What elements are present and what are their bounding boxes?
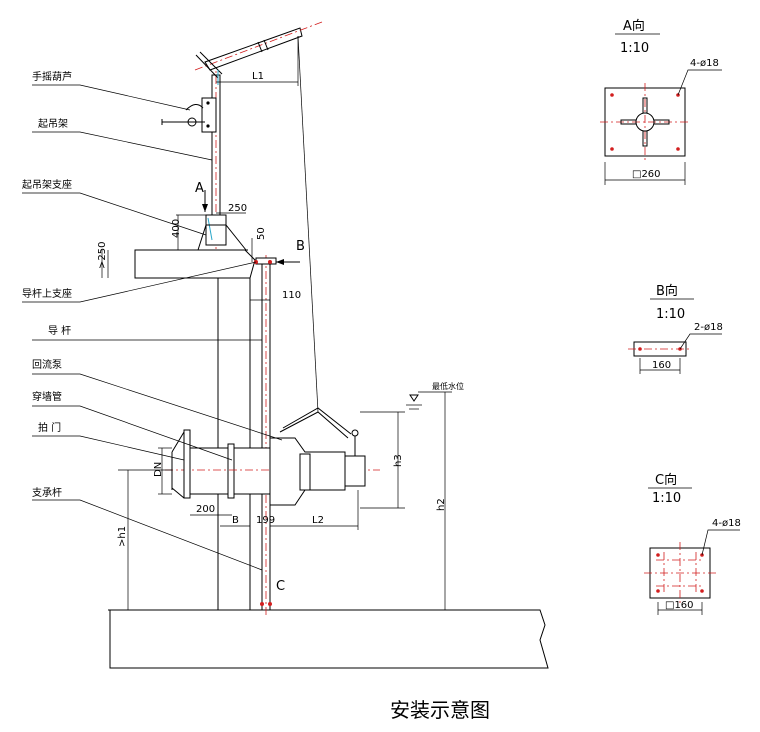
marker-a: A xyxy=(195,181,204,196)
dim-200: 200 xyxy=(196,504,215,515)
dim-50: 50 xyxy=(256,227,267,240)
label-upper-support: 导杆上支座 xyxy=(22,287,72,300)
dim-b: B xyxy=(232,515,239,526)
pump-motor xyxy=(344,455,366,487)
l1-dim: L1 xyxy=(252,71,264,82)
view-c-holes: 4-ø18 xyxy=(712,518,741,529)
view-c-scale: 1:10 xyxy=(652,491,681,506)
pump-bracket xyxy=(279,411,349,439)
dim-h1: >h1 xyxy=(117,526,128,547)
view-a-width: □260 xyxy=(632,169,661,180)
dim-199: 199 xyxy=(256,515,275,526)
low-water-level: 最低水位 xyxy=(432,381,464,391)
marker-b: B xyxy=(296,239,305,254)
dim-h2: h2 xyxy=(436,498,447,511)
dim-l2: L2 xyxy=(312,515,324,526)
upper-support xyxy=(255,257,277,265)
dim-gt250: >250 xyxy=(97,242,108,269)
lifting-rope xyxy=(297,35,319,413)
view-b-title: B向 xyxy=(656,283,678,299)
view-c-title: C向 xyxy=(655,472,677,488)
drawing-caption: 安装示意图 xyxy=(390,698,490,722)
top-slab xyxy=(134,249,256,279)
guide-rod: B 50 110 C xyxy=(250,227,305,615)
label-flap-valve: 拍 门 xyxy=(38,421,61,434)
dim-110: 110 xyxy=(282,290,301,301)
view-a-scale: 1:10 xyxy=(620,41,649,56)
view-b: B向 1:10 2-ø18 160 xyxy=(628,283,723,374)
lifting-frame: L1 400 250 >250 A xyxy=(97,21,323,413)
labels: 手摇葫芦 起吊架 起吊架支座 导杆上支座 导 杆 回流泵 穿墙管 拍 门 支承杆 xyxy=(22,70,283,571)
dim-h3: h3 xyxy=(393,454,404,467)
water-level-symbol xyxy=(409,394,419,402)
view-c: C向 1:10 4-ø18 □160 xyxy=(644,472,741,615)
frame-base xyxy=(205,214,227,246)
floor-slab xyxy=(109,609,549,669)
concrete-structure xyxy=(107,249,549,669)
view-b-scale: 1:10 xyxy=(656,307,685,322)
view-a-holes: 4-ø18 xyxy=(690,58,719,69)
marker-c: C xyxy=(276,579,285,594)
view-b-holes: 2-ø18 xyxy=(694,322,723,333)
label-guide-rod: 导 杆 xyxy=(48,325,71,337)
label-lifting-frame: 起吊架 xyxy=(38,118,68,130)
dim-250: 250 xyxy=(228,203,247,214)
view-a-title: A向 xyxy=(623,18,645,34)
pump-assembly: DN 200 B 199 L2 h3 最低水位 h2 xyxy=(117,381,464,610)
label-wall-pipe: 穿墙管 xyxy=(32,390,62,403)
label-return-pump: 回流泵 xyxy=(32,358,62,371)
boom-centerline xyxy=(194,21,323,71)
view-a: A向 1:10 4-ø18 □260 xyxy=(600,18,722,185)
view-b-width: 160 xyxy=(652,360,671,371)
dim-dn: DN xyxy=(153,462,164,477)
flap-valve xyxy=(183,429,191,499)
dim-400: 400 xyxy=(171,219,182,238)
frame-boom xyxy=(204,27,303,71)
label-support-rod: 支承杆 xyxy=(32,487,62,499)
label-frame-support: 起吊架支座 xyxy=(22,178,72,191)
hoist-plate xyxy=(201,97,217,133)
wall-pipe-body xyxy=(189,447,281,495)
label-hoist: 手摇葫芦 xyxy=(32,70,72,83)
view-c-width: □160 xyxy=(665,600,694,611)
frame-brace xyxy=(195,54,219,79)
